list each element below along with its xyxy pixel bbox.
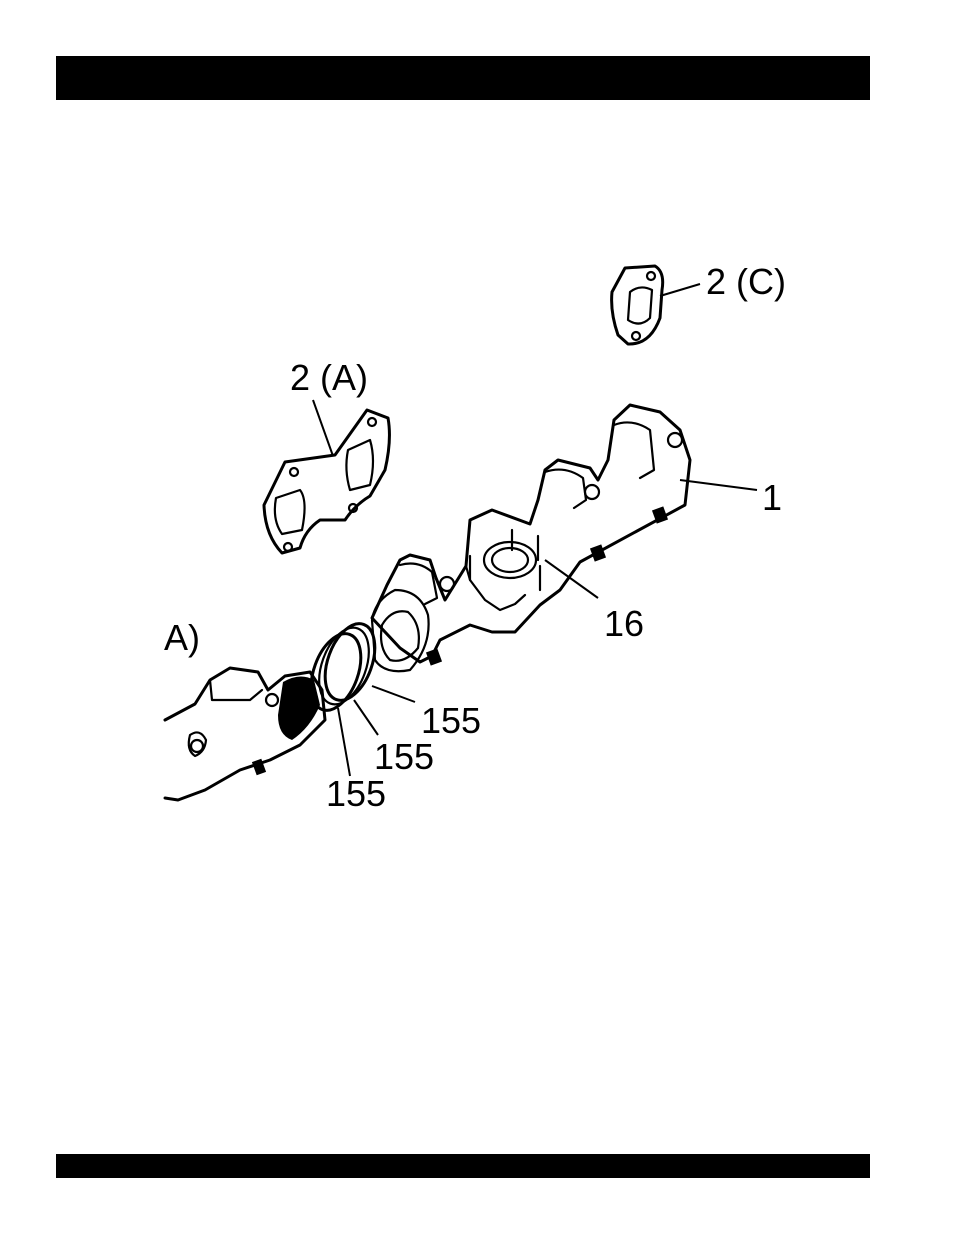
callout-155-a: 155 — [421, 700, 481, 741]
manifold-left-section — [165, 668, 325, 800]
callout-2c: 2 (C) — [706, 261, 786, 302]
footer-bar — [56, 1154, 870, 1178]
callout-155-b: 155 — [374, 736, 434, 777]
gasket-a — [264, 410, 389, 553]
gasket-c — [612, 266, 663, 344]
callout-155-c: 155 — [326, 773, 386, 814]
callout-1: 1 — [762, 477, 782, 518]
callout-16: 16 — [604, 603, 644, 644]
callout-2a: 2 (A) — [290, 357, 368, 398]
callout-cut-a: A) — [164, 617, 200, 658]
